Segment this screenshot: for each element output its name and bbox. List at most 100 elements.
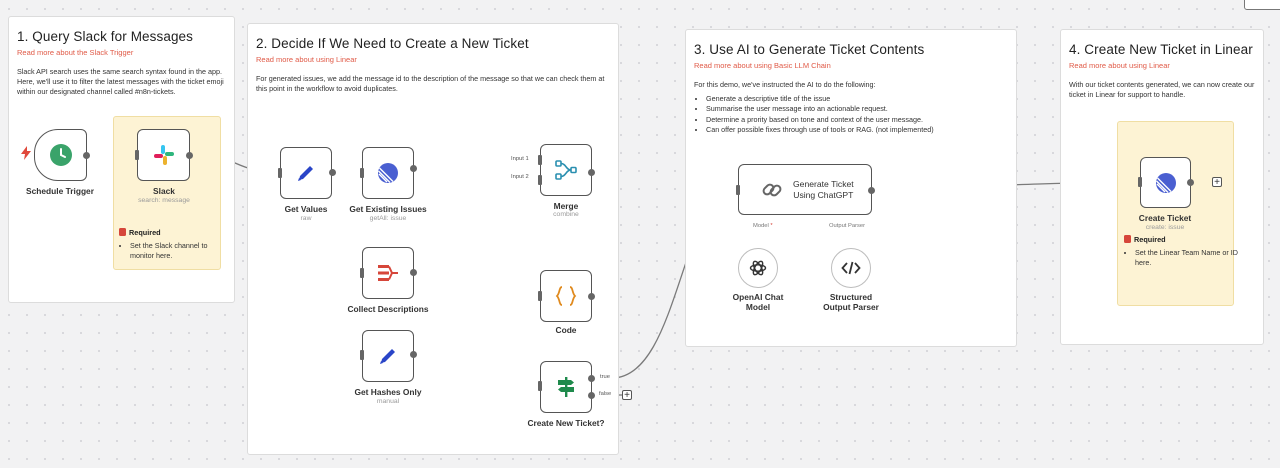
- required-title: Required: [1124, 235, 1166, 244]
- output-port[interactable]: [83, 152, 90, 159]
- node-subtitle: create: issue: [1145, 224, 1185, 231]
- model-label: Model *: [753, 223, 773, 229]
- input-port[interactable]: [360, 168, 364, 178]
- input-port[interactable]: [736, 185, 740, 195]
- node-label: Get Hashes Only: [354, 387, 422, 397]
- add-node-button[interactable]: +: [1212, 177, 1222, 188]
- merge-node[interactable]: [540, 144, 592, 196]
- collect-descriptions-node[interactable]: [362, 247, 414, 299]
- pencil-icon: [298, 166, 313, 181]
- generate-ticket-chain-node[interactable]: Generate Ticket Using ChatGPT: [738, 164, 872, 215]
- warning-badge-icon: [119, 228, 126, 236]
- input-port[interactable]: [360, 350, 364, 360]
- false-label: false: [599, 391, 612, 397]
- sticky-body: With our ticket contents generated, we c…: [1069, 80, 1255, 100]
- get-hashes-only-node[interactable]: [362, 330, 414, 382]
- lightning-icon: [21, 146, 31, 160]
- sticky-title: 3. Use AI to Generate Ticket Contents: [694, 42, 925, 57]
- slack-icon: [153, 145, 174, 165]
- warning-badge-icon: [1124, 235, 1131, 243]
- node-label: Merge: [553, 201, 579, 211]
- output-port[interactable]: [410, 165, 417, 172]
- node-subtitle: raw: [300, 215, 312, 222]
- aggregate-icon: [378, 265, 398, 281]
- sticky-link[interactable]: Read more about using Linear: [256, 55, 357, 64]
- code-braces-icon: [555, 286, 577, 306]
- node-subtitle: search: message: [138, 197, 190, 204]
- structured-output-parser-node[interactable]: [831, 248, 871, 288]
- node-subtitle: manual: [376, 398, 400, 405]
- sticky-list: Generate a descriptive title of the issu…: [694, 94, 1008, 135]
- sticky-note-2: 2. Decide If We Need to Create a New Tic…: [247, 23, 619, 455]
- output-port[interactable]: [588, 169, 595, 176]
- input-port[interactable]: [1138, 177, 1142, 187]
- node-label: Code: [555, 325, 577, 335]
- node-label: Create New Ticket?: [527, 418, 605, 428]
- input-port[interactable]: [538, 381, 542, 391]
- output-port[interactable]: [329, 169, 336, 176]
- openai-chat-model-node[interactable]: [738, 248, 778, 288]
- sticky-title: 4. Create New Ticket in Linear: [1069, 42, 1253, 57]
- node-label-line1: Generate Ticket: [793, 178, 854, 189]
- if-node[interactable]: [540, 361, 592, 413]
- pencil-icon: [380, 349, 395, 364]
- output-port[interactable]: [868, 187, 875, 194]
- node-label: Get Values: [284, 204, 328, 214]
- node-label-line2: Using ChatGPT: [793, 189, 854, 200]
- input-port[interactable]: [278, 168, 282, 178]
- output-port[interactable]: [410, 351, 417, 358]
- signpost-icon: [558, 377, 574, 397]
- input-2-label: Input 2: [511, 174, 529, 180]
- sticky-link[interactable]: Read more about using Linear: [1069, 61, 1170, 70]
- sticky-body: For generated issues, we add the message…: [256, 74, 605, 94]
- node-label: Collect Descriptions: [347, 304, 429, 314]
- node-label: Schedule Trigger: [26, 186, 94, 196]
- slack-node[interactable]: [137, 129, 190, 181]
- add-node-button[interactable]: +: [622, 390, 632, 401]
- required-list: Set the Linear Team Name or ID here.: [1123, 248, 1241, 268]
- sticky-body: For this demo, we've instructed the AI t…: [694, 80, 876, 89]
- input-port-2[interactable]: [538, 175, 542, 185]
- output-port[interactable]: [410, 269, 417, 276]
- required-title: Required: [119, 228, 161, 237]
- sticky-link[interactable]: Read more about using Basic LLM Chain: [694, 61, 831, 70]
- node-label: Get Existing Issues: [349, 204, 427, 214]
- sticky-body: Slack API search uses the same search sy…: [17, 67, 224, 97]
- chain-link-icon: [762, 183, 782, 196]
- parser-label: Output Parser: [829, 223, 866, 229]
- node-label: Slack: [153, 186, 175, 196]
- required-list: Set the Slack channel to monitor here.: [118, 241, 228, 261]
- input-1-label: Input 1: [511, 156, 529, 162]
- linear-icon: [378, 163, 398, 183]
- true-output-port[interactable]: [588, 375, 595, 382]
- sticky-link[interactable]: Read more about the Slack Trigger: [17, 48, 134, 57]
- sticky-title: 2. Decide If We Need to Create a New Tic…: [256, 36, 529, 51]
- linear-icon: [1155, 172, 1176, 193]
- schedule-trigger-node[interactable]: [34, 129, 87, 181]
- get-values-node[interactable]: [280, 147, 332, 199]
- sticky-title: 1. Query Slack for Messages: [17, 29, 194, 44]
- node-subtitle: combine: [553, 211, 579, 218]
- input-port[interactable]: [538, 291, 542, 301]
- canvas-control-button[interactable]: [1244, 0, 1280, 10]
- input-port[interactable]: [360, 268, 364, 278]
- openai-icon: [749, 260, 767, 276]
- input-port-1[interactable]: [538, 155, 542, 165]
- output-port[interactable]: [1187, 179, 1194, 186]
- output-port[interactable]: [186, 152, 193, 159]
- get-existing-issues-node[interactable]: [362, 147, 414, 199]
- false-output-port[interactable]: [588, 392, 595, 399]
- code-tag-icon: [841, 261, 861, 275]
- true-label: true: [600, 374, 610, 380]
- create-ticket-node[interactable]: [1140, 157, 1191, 208]
- input-port[interactable]: [135, 150, 139, 160]
- node-subtitle: getAll: issue: [369, 215, 407, 222]
- node-label: Create Ticket: [1138, 213, 1192, 223]
- code-node[interactable]: [540, 270, 592, 322]
- required-note-linear: [1117, 121, 1234, 306]
- merge-icon: [555, 160, 577, 180]
- clock-icon: [49, 144, 72, 166]
- output-port[interactable]: [588, 293, 595, 300]
